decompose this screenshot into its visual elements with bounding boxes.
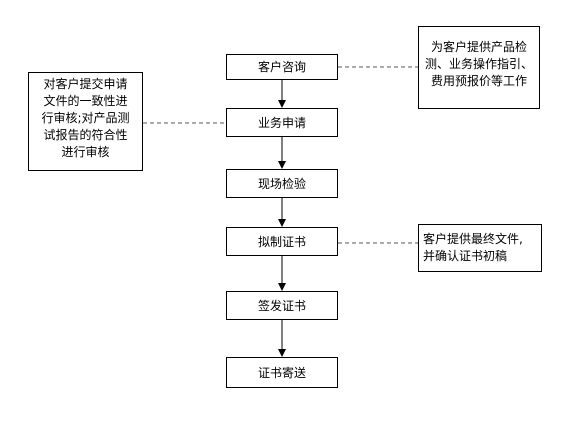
note-application-review: 对客户提交申请 文件的一致性进 行审核;对产品测 试报告的符合性 进行审核 — [28, 72, 143, 171]
note-line: 测、业务操作指引、 — [424, 57, 533, 71]
step-customer-consultation: 客户咨询 — [226, 54, 338, 80]
step-label: 现场检验 — [257, 176, 306, 191]
note-line: 费用预报价等工作 — [430, 74, 527, 88]
step-site-inspection: 现场检验 — [226, 169, 338, 198]
step-business-application: 业务申请 — [226, 108, 338, 137]
step-issue-certificate: 签发证书 — [226, 291, 338, 320]
step-draft-certificate: 拟制证书 — [226, 227, 338, 256]
note-line: 对客户提交申请 — [43, 77, 128, 91]
step-mail-certificate: 证书寄送 — [226, 357, 338, 388]
step-label: 签发证书 — [257, 298, 306, 313]
step-label: 业务申请 — [257, 115, 306, 130]
note-line: 客户提供最终文件, — [423, 232, 523, 246]
note-line: 文件的一致性进 — [43, 94, 128, 108]
note-line: 试报告的符合性 — [43, 128, 128, 142]
note-consultation: 为客户提供产品检 测、业务操作指引、 费用预报价等工作 — [418, 26, 540, 109]
note-line: 进行审核 — [61, 145, 110, 159]
note-line: 并确认证书初稿 — [423, 249, 508, 263]
note-draft-confirmation: 客户提供最终文件, 并确认证书初稿 — [418, 224, 542, 272]
note-line: 行审核;对产品测 — [41, 111, 130, 125]
step-label: 客户咨询 — [257, 60, 306, 74]
note-line: 为客户提供产品检 — [430, 40, 527, 54]
step-label: 证书寄送 — [257, 365, 306, 380]
step-label: 拟制证书 — [257, 234, 306, 249]
